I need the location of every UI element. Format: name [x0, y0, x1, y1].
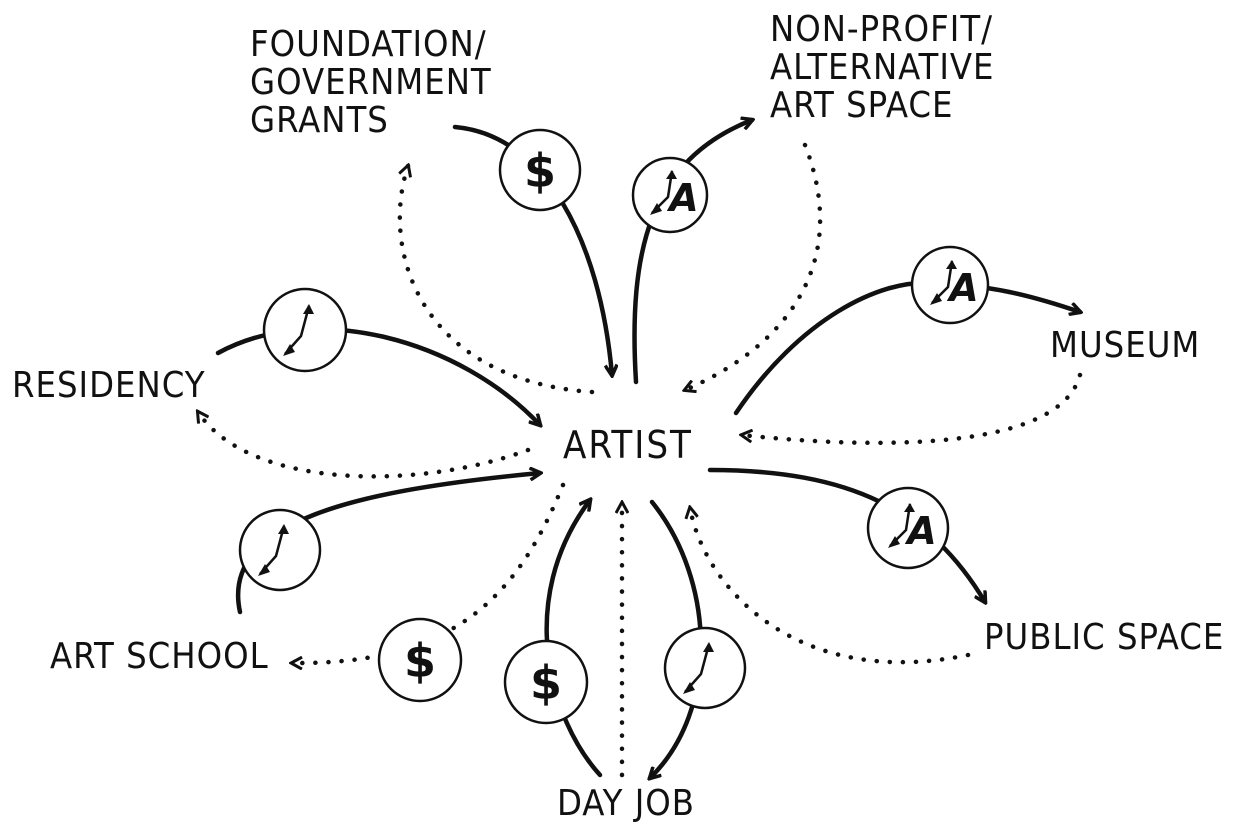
clock-icon — [238, 508, 322, 592]
svg-text:A: A — [666, 176, 698, 220]
art-time-icon: A — [631, 156, 709, 234]
flow-artschool-to-artist — [235, 473, 540, 615]
dotted-public-to-artist — [690, 508, 971, 665]
node-art-school: ART SCHOOL — [50, 638, 269, 676]
svg-text:$: $ — [524, 144, 556, 198]
node-day-job: DAY JOB — [557, 785, 695, 823]
flow-artist-to-museum — [733, 280, 1080, 416]
node-foundation-line-1: FOUNDATION/ — [250, 24, 487, 65]
clock-icon — [262, 287, 348, 373]
dotted-museum-to-artist — [742, 372, 1083, 446]
flow-residency-to-artist — [215, 326, 540, 425]
dotted-artist-to-residency — [198, 412, 531, 479]
flow-artist-to-nonprofit — [632, 120, 752, 385]
svg-text:A: A — [946, 266, 978, 310]
node-nonprofit: NON-PROFIT/ ALTERNATIVE ART SPACE — [770, 11, 994, 125]
node-artist-label: ARTIST — [563, 423, 693, 467]
flow-dayjob-to-artist — [544, 500, 603, 778]
dotted-artist-to-artschool — [292, 482, 566, 663]
node-artist: ARTIST — [563, 426, 693, 464]
art-time-icon: A — [866, 486, 950, 570]
node-public-space: PUBLIC SPACE — [984, 619, 1224, 657]
node-nonprofit-line-3: ART SPACE — [770, 85, 954, 126]
node-museum: MUSEUM — [1050, 327, 1200, 365]
clock-icon — [663, 626, 747, 710]
node-residency-label: RESIDENCY — [12, 365, 206, 406]
node-residency: RESIDENCY — [12, 367, 205, 405]
node-nonprofit-line-2: ALTERNATIVE — [770, 47, 995, 88]
node-foundation-line-3: GRANTS — [250, 100, 389, 141]
dotted-artist-to-grants — [397, 166, 595, 395]
art-time-icon: A — [910, 245, 990, 325]
svg-text:$: $ — [404, 634, 436, 688]
dollar-icon: $ — [498, 128, 582, 212]
node-museum-label: MUSEUM — [1050, 325, 1201, 366]
node-art-school-label: ART SCHOOL — [50, 636, 269, 677]
dollar-icon: $ — [377, 617, 463, 703]
node-foundation: FOUNDATION/ GOVERNMENT GRANTS — [250, 26, 492, 140]
dollar-icon: $ — [503, 639, 589, 725]
svg-text:A: A — [904, 509, 936, 553]
node-public-space-label: PUBLIC SPACE — [984, 617, 1225, 658]
dotted-nonprofit-to-artist — [685, 142, 823, 390]
node-day-job-label: DAY JOB — [557, 783, 695, 824]
node-foundation-line-2: GOVERNMENT — [250, 62, 492, 103]
svg-text:$: $ — [530, 656, 562, 710]
node-nonprofit-line-1: NON-PROFIT/ — [770, 9, 994, 50]
